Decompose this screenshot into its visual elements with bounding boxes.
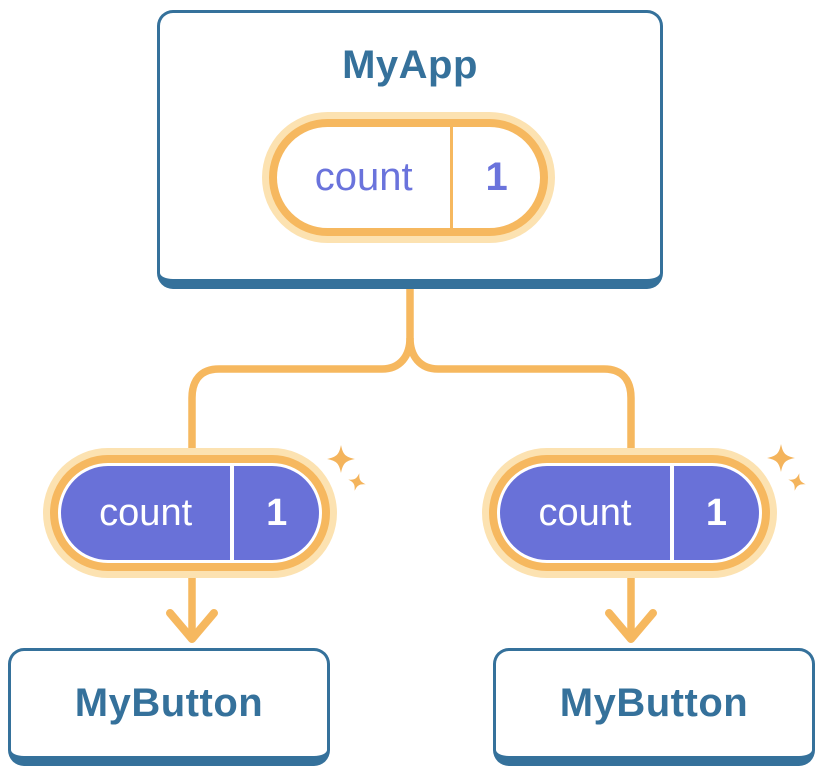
state-name: count bbox=[99, 491, 193, 534]
state-pill-ring: count 1 bbox=[50, 455, 330, 571]
child-component-title: MyButton bbox=[559, 681, 749, 725]
sparkle-icon bbox=[327, 445, 369, 494]
state-pill-divider bbox=[450, 127, 454, 228]
state-name: count bbox=[314, 155, 413, 199]
state-name: count bbox=[538, 491, 632, 534]
root-component-title: MyApp bbox=[342, 43, 478, 87]
child-state-pill: count 1 bbox=[43, 448, 337, 578]
child-component-card: MyButton bbox=[493, 648, 815, 766]
arrow-down-icon bbox=[605, 609, 657, 643]
state-value: 1 bbox=[485, 155, 508, 199]
state-value: 1 bbox=[705, 491, 728, 534]
state-value: 1 bbox=[266, 491, 288, 534]
sparkle-icon bbox=[767, 444, 809, 494]
state-pill-ring: count 1 bbox=[489, 455, 770, 571]
state-pill-divider bbox=[230, 466, 235, 560]
child-component-title: MyButton bbox=[74, 681, 264, 725]
state-pill-ring: count 1 bbox=[269, 119, 548, 236]
state-pill-divider bbox=[670, 466, 674, 560]
arrow-down-icon bbox=[166, 609, 218, 643]
child-component-card: MyButton bbox=[8, 648, 330, 766]
tree-fork-connector bbox=[188, 285, 635, 634]
root-state-pill: count 1 bbox=[262, 112, 555, 243]
child-state-pill: count 1 bbox=[482, 448, 777, 578]
